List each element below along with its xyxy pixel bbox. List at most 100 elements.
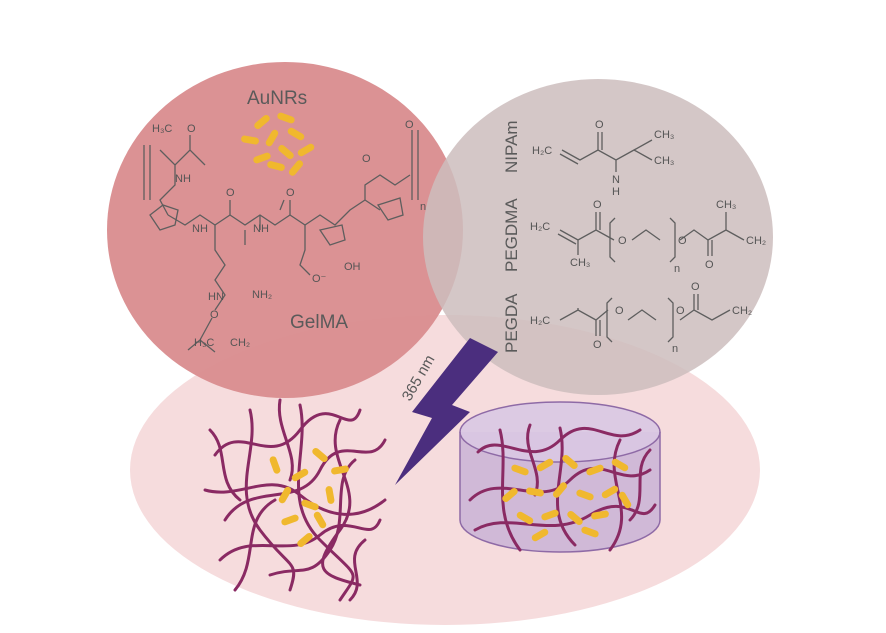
gold-nanorod [511, 464, 529, 476]
polymer-chain [203, 483, 387, 516]
gold-nanorod [241, 135, 259, 145]
polymer-chain [297, 403, 355, 602]
pegdma-ch3-2: CH₃ [716, 199, 736, 211]
hn-label: HN [208, 291, 224, 303]
pegdma-o-1: O [593, 199, 602, 211]
polymer-chain [233, 498, 277, 592]
gold-nanorod [325, 486, 335, 504]
uv-lightning-bolt [395, 338, 498, 485]
polymer-chain [526, 423, 539, 497]
nipam-h2c: H₂C [532, 145, 552, 157]
aunr-cluster [241, 112, 315, 176]
oh-label: OH [344, 261, 361, 273]
polymer-chain [218, 518, 382, 562]
gold-nanorod [331, 465, 349, 475]
gold-nanorod [581, 526, 599, 538]
gold-nanorod [267, 161, 285, 171]
gold-nanorod [552, 482, 568, 498]
pegdma-n: n [674, 263, 680, 275]
gold-nanorod [601, 485, 619, 499]
gold-nanorod [281, 514, 299, 526]
nh2-label: NH₂ [252, 289, 272, 301]
pegdma-ch3-1: CH₃ [570, 257, 590, 269]
gold-nanorod [516, 511, 534, 525]
pegdma-h2c: H₂C [530, 221, 550, 233]
gold-nanorod [277, 112, 295, 124]
polymer-chain [277, 398, 294, 482]
gold-nanorod [301, 499, 319, 511]
polymer-network [203, 398, 387, 602]
polymer-chain [268, 458, 357, 577]
cylinder-aunrs [502, 454, 632, 542]
gold-nanorod [526, 487, 544, 497]
gold-nanorod [265, 129, 279, 147]
gelma-label: GelMA [290, 312, 348, 333]
pegdma-structure: H₂C CH₃ O O O n O CH₃ CH₂ [530, 199, 766, 275]
nh-label-3: NH [253, 223, 269, 235]
polymer-chain [321, 418, 362, 587]
nipam-structure: H₂C O N H CH₃ CH₃ [532, 119, 674, 198]
gold-nanorod [536, 458, 554, 472]
pegda-o-1: O [593, 339, 602, 351]
nipam-o: O [595, 119, 604, 131]
h3c-label-2: H₃C [194, 337, 214, 349]
gold-nanorod [291, 468, 309, 482]
nh-label-2: NH [192, 223, 208, 235]
polymer-chain [348, 538, 367, 602]
nipam-ch3-1: CH₃ [654, 129, 674, 141]
pegda-o-3: O [676, 305, 685, 317]
cylinder-polymer-network [468, 423, 657, 552]
pegdma-o-3: O [678, 235, 687, 247]
gold-nanorod [618, 491, 632, 509]
pegda-label: PEGDA [502, 293, 521, 353]
gold-nanorod [567, 510, 583, 526]
pegda-h2c: H₂C [530, 315, 550, 327]
gold-nanorod [297, 143, 315, 157]
o-label-6: O [210, 309, 219, 321]
gold-nanorod [576, 489, 594, 501]
polymer-chain [213, 408, 362, 457]
pegda-o-4: O [691, 281, 700, 293]
polymer-chain [223, 438, 387, 522]
gold-nanorod [288, 160, 304, 176]
aunrs-label: AuNRs [247, 88, 307, 109]
network-aunrs [269, 447, 349, 548]
pegda-n: n [672, 343, 678, 355]
pegdma-o-4: O [705, 259, 714, 271]
gelma-structure: H₃C NH O NH NH O O O O n O⁻ OH HN NH₂ H₃… [143, 119, 426, 353]
o-label-3: O [286, 187, 295, 199]
nh-label-1: NH [175, 173, 191, 185]
gelma-circle [107, 62, 463, 398]
gold-nanorod [297, 532, 313, 548]
gold-nanorod [562, 454, 578, 470]
gold-nanorod [287, 127, 305, 141]
pegdma-label: PEGDMA [502, 198, 521, 272]
gold-nanorod [586, 464, 604, 476]
gold-nanorod [541, 509, 559, 521]
gold-nanorod [591, 510, 609, 520]
gold-nanorod [254, 114, 270, 130]
gold-nanorod [502, 487, 518, 503]
polymer-chain [468, 467, 652, 502]
h3c-label: H₃C [152, 123, 172, 135]
ch2-label-1: CH₂ [230, 337, 250, 349]
o-label-4: O [362, 153, 371, 165]
gold-nanorod [611, 458, 629, 472]
pegda-ch2: CH₂ [732, 305, 752, 317]
polymer-chain [628, 448, 652, 522]
pegda-structure: H₂C O O O n O CH₂ [530, 281, 752, 355]
pegda-o-2: O [615, 305, 624, 317]
nipam-h: H [612, 186, 620, 198]
pegdma-o-2: O [618, 235, 627, 247]
gold-nanorod [313, 511, 327, 529]
polymer-chain [208, 428, 242, 502]
gold-nanorod [312, 447, 328, 463]
gold-nanorod [253, 152, 271, 164]
polymer-chain [498, 428, 522, 552]
nipam-n: N [612, 174, 620, 186]
n-subscript-1: n [420, 201, 426, 213]
polymer-chain [473, 503, 657, 532]
o-label-1: O [187, 123, 196, 135]
o-label-2: O [226, 187, 235, 199]
gold-nanorod [278, 144, 294, 160]
